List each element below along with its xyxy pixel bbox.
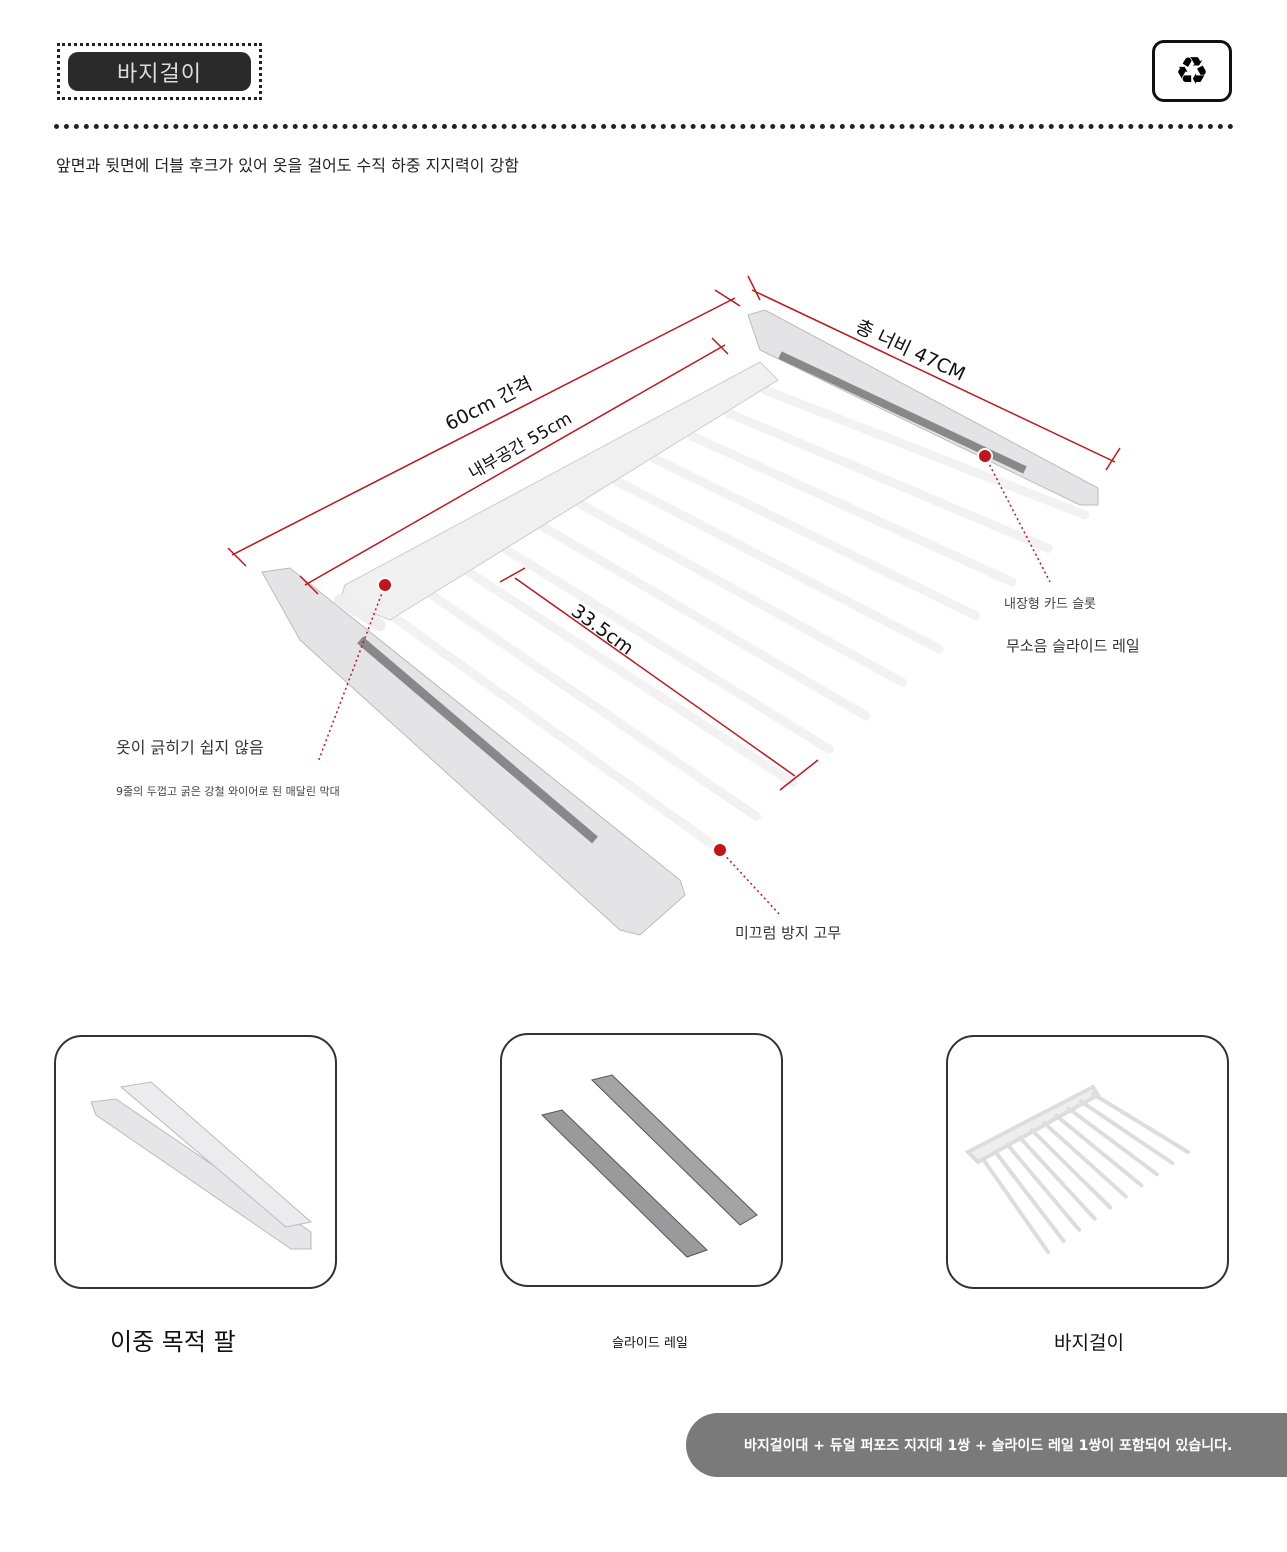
callout-wire-desc: 9줄의 두껍고 굵은 강철 와이어로 된 매달린 막대: [116, 785, 340, 798]
rack-frame: [339, 361, 779, 621]
hanger-rod: [723, 408, 1053, 553]
banner-text: 바지걸이대 + 듀얼 퍼포즈 지지대 1쌍 + 슬라이드 레일 1쌍이 포함되어…: [744, 1438, 1233, 1454]
mini-rod: [1042, 1120, 1128, 1199]
part-caption-hanger: 바지걸이: [1054, 1332, 1124, 1354]
hanger-rod: [501, 545, 834, 754]
rack-diagram: [227, 275, 1121, 936]
mini-rod: [1066, 1106, 1159, 1177]
mini-rod: [1005, 1142, 1082, 1232]
callout-silent-rail: 무소음 슬라이드 레일: [1006, 637, 1140, 655]
title-badge: 바지걸이: [57, 43, 262, 100]
right-bracket: [747, 309, 1099, 506]
hanger-rod: [464, 567, 798, 788]
hanger-rod: [649, 453, 980, 620]
hanger-rod: [390, 613, 725, 855]
part-card-rail: [500, 1033, 783, 1287]
part-card-arm: [54, 1035, 337, 1289]
left-bracket: [261, 567, 686, 936]
marker-dot: [977, 448, 993, 464]
mini-rod: [981, 1157, 1050, 1254]
hanger-rod: [538, 522, 871, 721]
subtitle: 앞면과 뒷면에 더블 후크가 있어 옷을 걸어도 수직 하중 지지력이 강함: [56, 156, 520, 175]
recycle-icon: ♻: [1152, 40, 1232, 102]
callout-no-scratch: 옷이 긁히기 쉽지 않음: [116, 738, 264, 757]
callout-anti-slip: 미끄럼 방지 고무: [735, 924, 842, 942]
mini-rod: [1054, 1113, 1144, 1188]
marker-dot: [712, 842, 728, 858]
part-caption-rail: 슬라이드 레일: [612, 1336, 688, 1351]
marker-dot: [377, 577, 393, 593]
title-text: 바지걸이: [68, 52, 251, 91]
dotted-divider: [54, 124, 1234, 129]
part-caption-arm: 이중 목적 팔: [110, 1328, 236, 1356]
hanger-rod: [760, 385, 1090, 520]
mini-rod: [1017, 1135, 1097, 1221]
mini-rod: [1078, 1099, 1175, 1166]
mini-rod: [1091, 1092, 1190, 1154]
included-banner: 바지걸이대 + 듀얼 퍼포즈 지지대 1쌍 + 슬라이드 레일 1쌍이 포함되어…: [686, 1413, 1287, 1477]
hanger-rod: [575, 499, 907, 687]
hanger-rod: [686, 431, 1017, 587]
mini-rod: [993, 1149, 1066, 1243]
hanger-rod: [612, 476, 944, 654]
part-card-hanger: [946, 1035, 1229, 1289]
mini-rod: [1029, 1128, 1113, 1210]
hanger-rod: [427, 590, 761, 821]
callout-card-slot: 내장형 카드 슬롯: [1004, 597, 1096, 612]
